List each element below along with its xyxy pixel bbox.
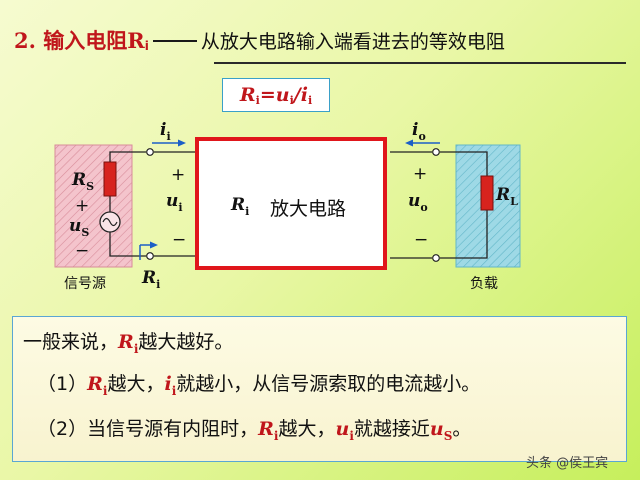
formula-eq: = [259, 84, 276, 106]
label-input-current: ii [160, 120, 171, 143]
formula-u-sub: i [289, 93, 294, 107]
note-line-3: （2）当信号源有内阻时，Ri越大，ui就越接近uS。 [37, 418, 472, 443]
title-description: 从放大电路输入端看进去的等效电阻 [200, 30, 505, 53]
watermark: 头条 @侯王宾 [526, 456, 609, 471]
formula-i-sub: i [307, 93, 313, 107]
formula-u: u [275, 84, 290, 106]
output-terminal-top [432, 148, 440, 156]
title-dash [152, 40, 197, 42]
formula-r: R [239, 84, 256, 106]
input-plus-sign: + [171, 165, 186, 185]
amplifier-box [195, 137, 387, 270]
label-ri-inner: Ri [231, 195, 250, 218]
formula-i: i [300, 84, 308, 106]
caption-load: 负载 [470, 276, 498, 292]
notes-box: 一般来说，Ri越大越好。 （1）Ri越大，ii就越小，从信号源索取的电流越小。 … [12, 316, 627, 462]
input-terminal-top [146, 148, 154, 156]
note-line-1: 一般来说，Ri越大越好。 [23, 331, 234, 356]
label-output-current: io [412, 120, 426, 143]
caption-signal-source: 信号源 [64, 276, 106, 292]
output-plus-sign: + [413, 164, 428, 184]
source-resistor-rs [103, 161, 117, 197]
input-terminal-bottom [146, 252, 154, 260]
source-plus-sign: + [75, 196, 90, 216]
title-prefix: 2. 输入电阻R [14, 28, 145, 53]
label-ri-bottom: Ri [142, 268, 161, 291]
label-rl: RL [496, 185, 518, 208]
title-prefix-subscript: i [144, 39, 149, 53]
label-rs: RS [72, 170, 95, 193]
output-bottom-wire [440, 210, 488, 259]
label-ui: ui [166, 191, 183, 214]
input-top-wire [109, 151, 146, 162]
ri-indicator-arrow [139, 241, 158, 260]
input-bottom-wire [109, 232, 146, 257]
note-line-2: （1）Ri越大，ii就越小，从信号源索取的电流越小。 [37, 373, 481, 398]
title-underline [214, 62, 626, 64]
input-minus-sign: − [172, 230, 187, 250]
source-minus-sign: − [75, 241, 90, 261]
formula-slash: / [293, 84, 301, 106]
label-us: uS [69, 216, 90, 239]
input-current-arrow [152, 139, 186, 147]
formula-r-sub: i [255, 93, 260, 107]
label-uo: uo [408, 191, 428, 214]
output-current-arrow [405, 139, 440, 147]
signal-source-box [54, 144, 133, 268]
output-top-wire [440, 151, 488, 176]
output-minus-sign: − [414, 230, 429, 250]
output-terminal-bottom [432, 254, 440, 262]
amplifier-label: 放大电路 [270, 198, 347, 220]
load-resistor-rl [480, 175, 494, 211]
